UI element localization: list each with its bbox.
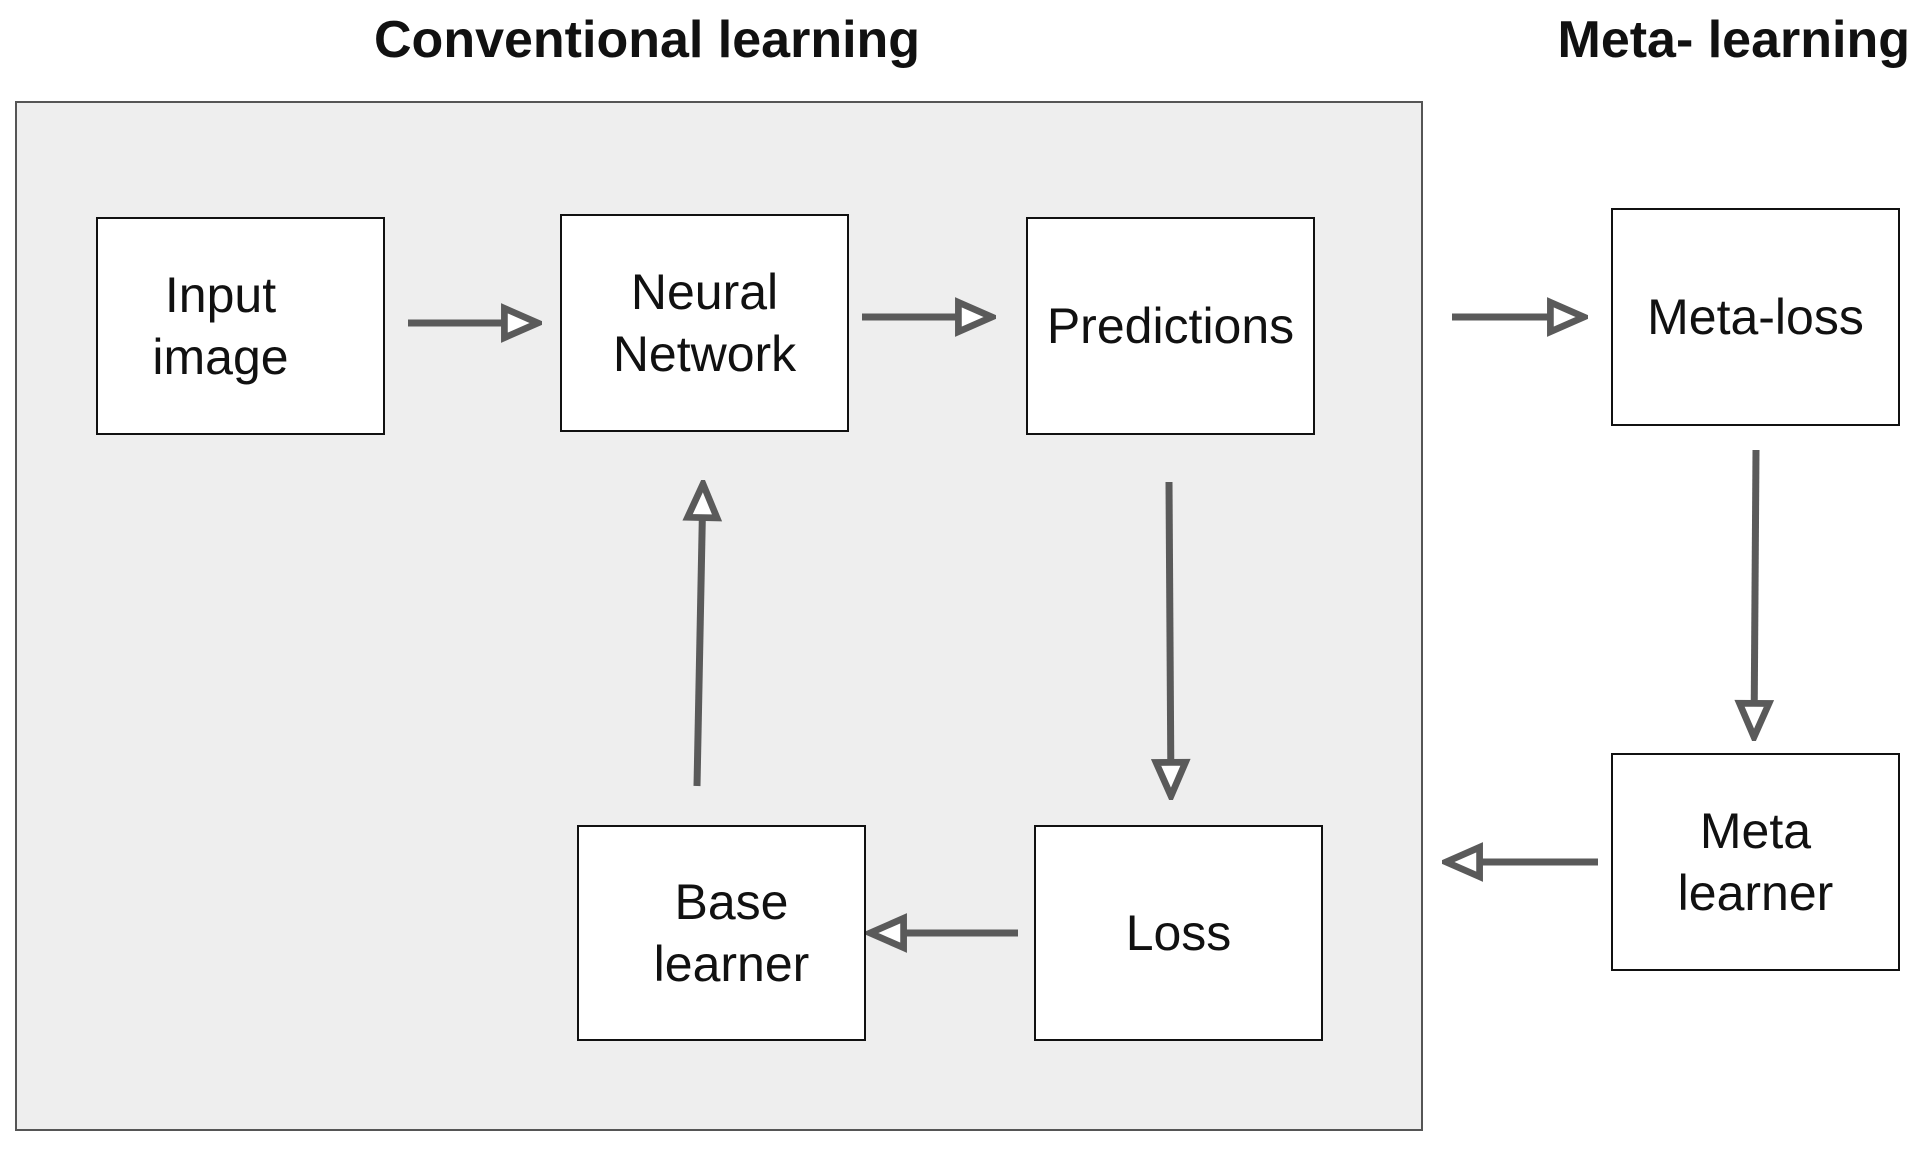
neural-network-label: Neural Network: [612, 263, 797, 383]
conventional-learning-heading: Conventional learning: [374, 11, 921, 69]
base-learner-label: Base learner: [653, 873, 810, 993]
input-image-label: Input image: [152, 266, 289, 386]
input-image-node: Input image: [96, 217, 385, 435]
predictions-label: Predictions: [1046, 297, 1295, 354]
meta-learner-label: Meta learner: [1677, 802, 1834, 922]
meta-loss-node: Meta-loss: [1611, 208, 1900, 426]
predictions-node: Predictions: [1026, 217, 1315, 435]
neural-network-node: Neural Network: [560, 214, 849, 432]
arrow-base-to-neural: [697, 484, 703, 787]
meta-loss-label: Meta-loss: [1647, 288, 1864, 345]
meta-learning-heading: Meta- learning: [1557, 11, 1911, 69]
loss-label: Loss: [1125, 904, 1232, 961]
arrow-metaloss-to-metalearner: [1754, 449, 1756, 737]
loss-node: Loss: [1034, 825, 1323, 1041]
base-learner-node: Base learner: [577, 825, 866, 1041]
meta-learner-node: Meta learner: [1611, 753, 1900, 971]
arrow-predictions-to-loss: [1169, 481, 1171, 796]
